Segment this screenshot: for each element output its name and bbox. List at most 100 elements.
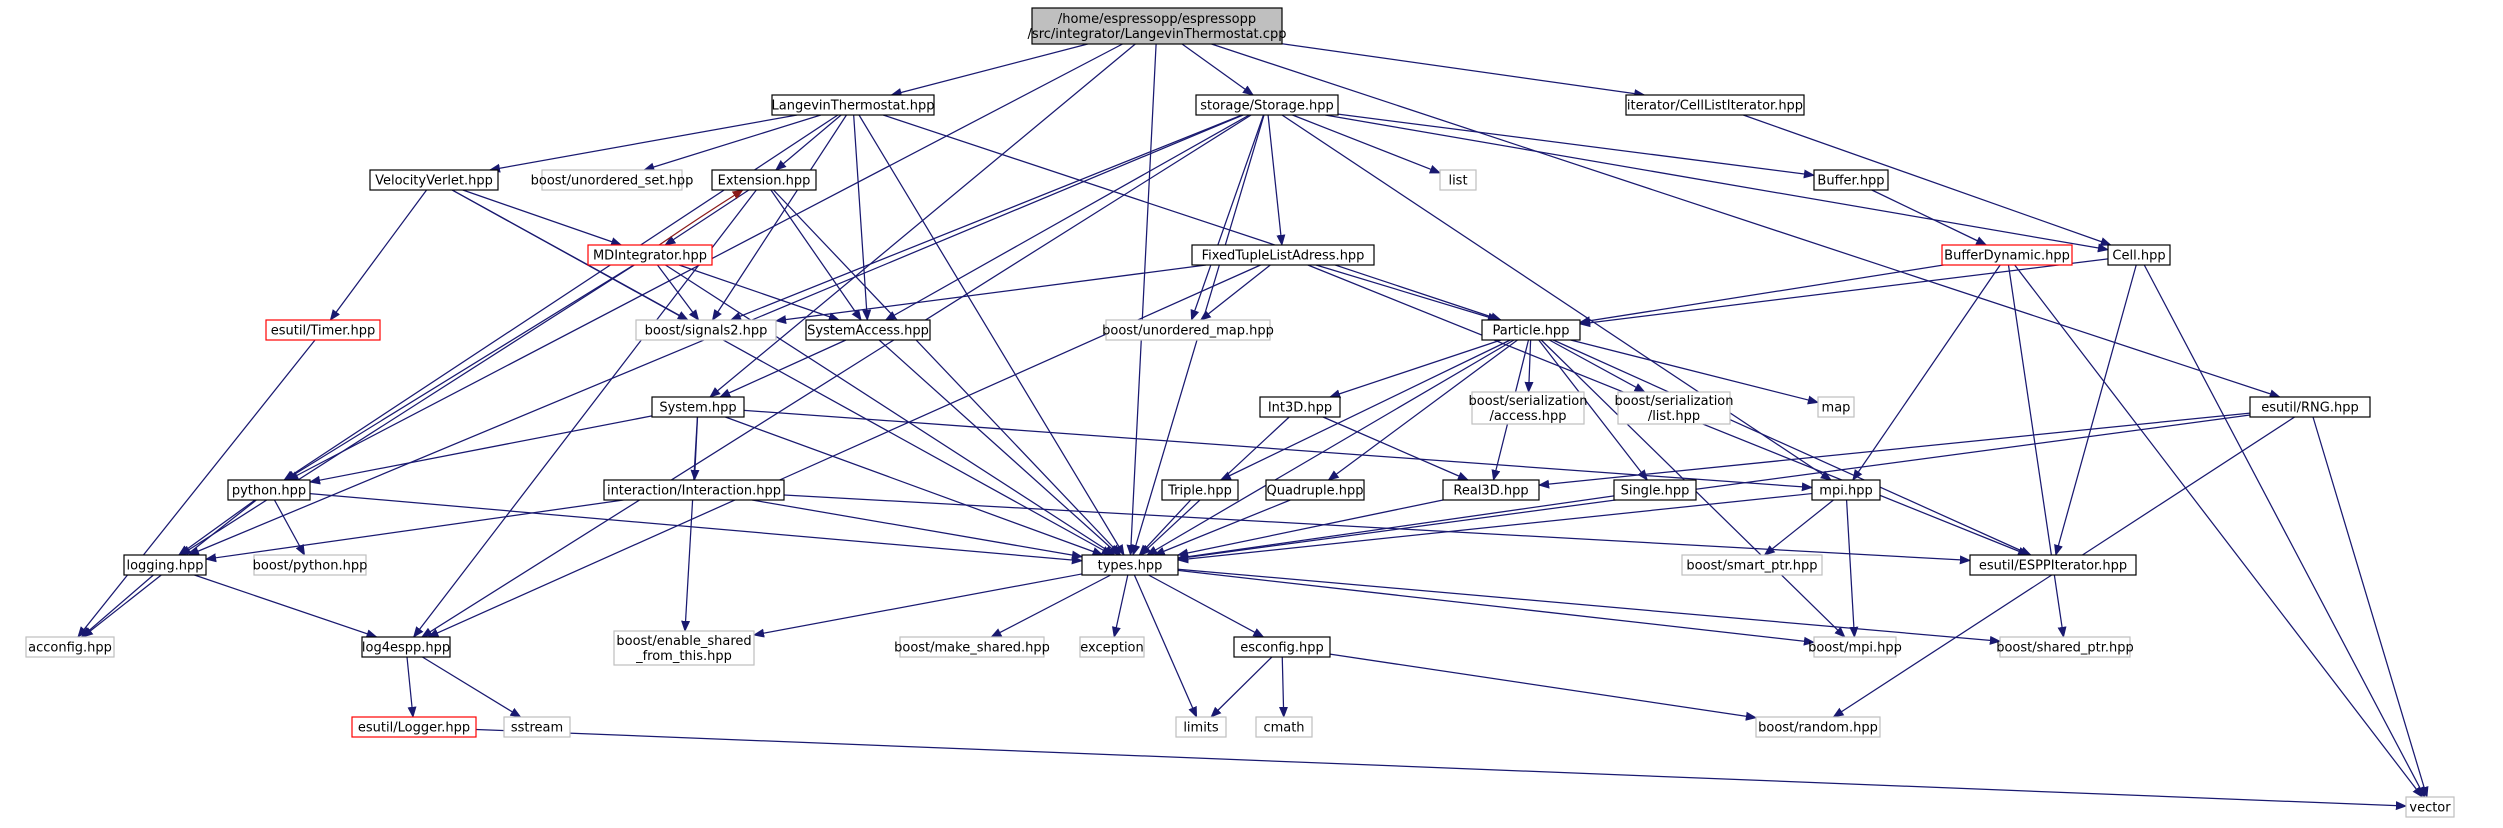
edge-types-to-bmpi xyxy=(1177,569,1816,646)
node-label-vv: VelocityVerlet.hpp xyxy=(375,174,493,189)
node-label-python: python.hpp xyxy=(232,484,306,499)
node-box-interaction xyxy=(603,479,785,501)
node-label-system: System.hpp xyxy=(659,401,736,416)
node-box-bmake xyxy=(899,636,1045,658)
node-ftla[interactable]: FixedTupleListAdress.hpp xyxy=(1191,244,1375,266)
node-interaction[interactable]: interaction/Interaction.hpp xyxy=(603,479,785,501)
node-box-system xyxy=(651,396,745,418)
node-bsa: boost/serialization/access.hpp xyxy=(1468,391,1588,425)
node-label-map: map xyxy=(1822,401,1851,416)
node-box-logger xyxy=(351,716,477,738)
node-box-md xyxy=(587,244,713,266)
node-label-ext: Extension.hpp xyxy=(718,174,811,189)
node-sig: boost/signals2.hpp xyxy=(635,319,777,341)
node-sa[interactable]: SystemAccess.hpp xyxy=(805,319,931,341)
edge-log4-to-logger xyxy=(406,656,417,719)
edge-system-to-mpi xyxy=(743,409,1814,492)
edge-particle-to-bsa xyxy=(1524,339,1534,394)
node-system[interactable]: System.hpp xyxy=(651,396,745,418)
edge-log4-to-sstream xyxy=(422,656,522,718)
node-md[interactable]: MDIntegrator.hpp xyxy=(587,244,713,266)
node-box-ext xyxy=(711,169,817,191)
node-label-bsl-line-0: boost/serialization xyxy=(1614,394,1733,409)
edge-particle-to-single xyxy=(1538,339,1648,481)
node-bus: boost/unordered_set.hpp xyxy=(531,169,694,191)
node-quadruple[interactable]: Quadruple.hpp xyxy=(1265,479,1365,501)
node-logger[interactable]: esutil/Logger.hpp xyxy=(351,716,477,738)
edge-bufdyn-to-mpi xyxy=(1852,264,2001,481)
node-ext[interactable]: Extension.hpp xyxy=(711,169,817,191)
edge-md-to-types xyxy=(665,264,1116,556)
node-particle[interactable]: Particle.hpp xyxy=(1481,319,1581,341)
node-map: map xyxy=(1817,396,1855,418)
edge-cell-to-vector xyxy=(2143,264,2426,798)
node-box-buffer xyxy=(1813,169,1889,191)
node-box-vector xyxy=(2405,796,2455,818)
node-label-besft-line-1: _from_this.hpp xyxy=(635,649,732,664)
node-box-python xyxy=(227,479,311,501)
edge-storage-to-ftla xyxy=(1267,114,1286,247)
edge-bufdyn-to-vector xyxy=(2014,264,2424,798)
edge-real3d-to-types xyxy=(1176,499,1444,558)
edge-md-to-ext xyxy=(658,189,744,246)
node-esconfig[interactable]: esconfig.hpp xyxy=(1233,636,1331,658)
node-types[interactable]: types.hpp xyxy=(1081,554,1179,576)
node-vv[interactable]: VelocityVerlet.hpp xyxy=(369,169,499,191)
node-lt[interactable]: LangevinThermostat.hpp xyxy=(771,94,935,116)
edge-types-to-limits xyxy=(1133,574,1198,719)
node-box-ftla xyxy=(1191,244,1375,266)
edge-types-to-exception xyxy=(1111,574,1129,639)
edge-lt-to-ext xyxy=(775,114,842,171)
node-box-exception xyxy=(1079,636,1145,658)
edge-md-to-sa xyxy=(678,264,840,321)
edge-mpi-to-bmpi xyxy=(1845,499,1859,639)
node-python[interactable]: python.hpp xyxy=(227,479,311,501)
node-timer[interactable]: esutil/Timer.hpp xyxy=(265,319,381,341)
node-logging[interactable]: logging.hpp xyxy=(123,554,207,576)
node-box-besft xyxy=(613,630,755,666)
node-box-bufdyn xyxy=(1941,244,2073,266)
edge-root-to-lt xyxy=(890,43,1088,97)
node-bufdyn[interactable]: BufferDynamic.hpp xyxy=(1941,244,2073,266)
node-espp[interactable]: esutil/ESPPIterator.hpp xyxy=(1969,554,2137,576)
node-rng[interactable]: esutil/RNG.hpp xyxy=(2249,396,2371,418)
node-clit[interactable]: iterator/CellListIterator.hpp xyxy=(1625,94,1805,116)
node-label-sa: SystemAccess.hpp xyxy=(807,324,929,339)
node-label-ftla: FixedTupleListAdress.hpp xyxy=(1202,249,1365,264)
node-int3d[interactable]: Int3D.hpp xyxy=(1259,396,1341,418)
node-single[interactable]: Single.hpp xyxy=(1613,479,1697,501)
edge-particle-to-espp xyxy=(1552,339,2032,556)
node-box-bus xyxy=(541,169,683,191)
node-bmake: boost/make_shared.hpp xyxy=(894,636,1050,658)
edge-interaction-to-logging xyxy=(204,499,624,563)
node-real3d[interactable]: Real3D.hpp xyxy=(1442,479,1540,501)
node-buffer[interactable]: Buffer.hpp xyxy=(1813,169,1889,191)
node-log4[interactable]: log4espp.hpp xyxy=(361,636,451,658)
node-label-cmath: cmath xyxy=(1263,721,1304,736)
node-mpi[interactable]: mpi.hpp xyxy=(1811,479,1881,501)
edge-cell-to-particle xyxy=(1578,258,2109,328)
edge-md-to-python xyxy=(284,264,635,481)
node-label-acconfig: acconfig.hpp xyxy=(28,641,112,656)
edge-logging-to-log4 xyxy=(194,574,378,638)
edge-timer-to-acconfig xyxy=(77,339,316,638)
edge-system-to-types xyxy=(725,416,1104,556)
edge-storage-to-mpi xyxy=(1281,114,1832,481)
node-label-bshared: boost/shared_ptr.hpp xyxy=(1996,641,2134,656)
node-label-bum: boost/unordered_map.hpp xyxy=(1102,324,1274,339)
edge-interaction-to-types xyxy=(752,499,1084,560)
node-sstream: sstream xyxy=(503,716,571,738)
node-cmath: cmath xyxy=(1255,716,1313,738)
node-label-bpy: boost/python.hpp xyxy=(253,559,368,574)
node-cell[interactable]: Cell.hpp xyxy=(2107,244,2171,266)
node-box-lt xyxy=(771,94,935,116)
edge-system-to-besft xyxy=(681,416,699,633)
node-triple[interactable]: Triple.hpp xyxy=(1161,479,1239,501)
node-label-log4: log4espp.hpp xyxy=(362,641,450,656)
node-storage[interactable]: storage/Storage.hpp xyxy=(1195,94,1339,116)
edge-rng-to-real3d xyxy=(1537,412,2251,489)
edge-types-to-bmake xyxy=(990,574,1112,638)
node-label-bus: boost/unordered_set.hpp xyxy=(531,174,694,189)
edge-particle-to-quadruple xyxy=(1327,339,1518,481)
edge-bufdyn-to-particle xyxy=(1578,264,1944,326)
